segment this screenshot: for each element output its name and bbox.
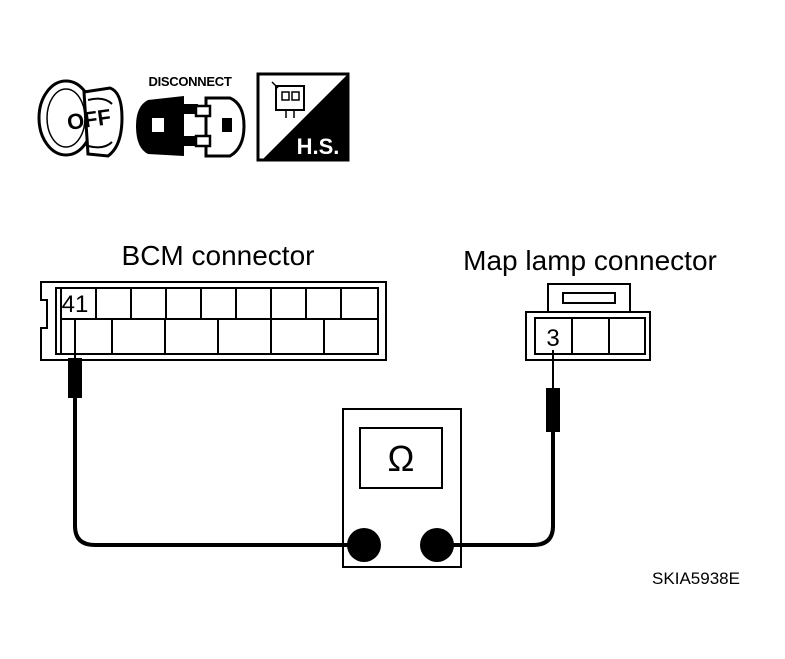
bcm-connector: 41 — [40, 281, 387, 361]
bcm-connector-title: BCM connector — [122, 240, 315, 271]
ohmmeter-right-jack — [420, 528, 454, 562]
harness-side-icon: H.S. — [256, 72, 350, 162]
ohmmeter: Ω — [342, 408, 462, 568]
map-lamp-terminal-3-label: 3 — [546, 325, 559, 352]
ohm-symbol: Ω — [388, 438, 415, 479]
ignition-off-label: OFF — [65, 104, 112, 135]
right-test-lead — [453, 350, 560, 547]
ohmmeter-left-jack — [347, 528, 381, 562]
figure-id: SKIA5938E — [652, 569, 740, 588]
connector-disconnect-icon: DISCONNECT — [136, 74, 246, 158]
disconnect-label: DISCONNECT — [149, 74, 232, 89]
map-lamp-connector: 3 — [525, 283, 651, 361]
ignition-key-icon: OFF — [37, 79, 124, 158]
map-lamp-connector-title: Map lamp connector — [463, 245, 717, 276]
bcm-terminal-41-label: 41 — [62, 291, 89, 318]
left-test-lead — [68, 318, 348, 547]
harness-side-label: H.S. — [297, 134, 340, 159]
